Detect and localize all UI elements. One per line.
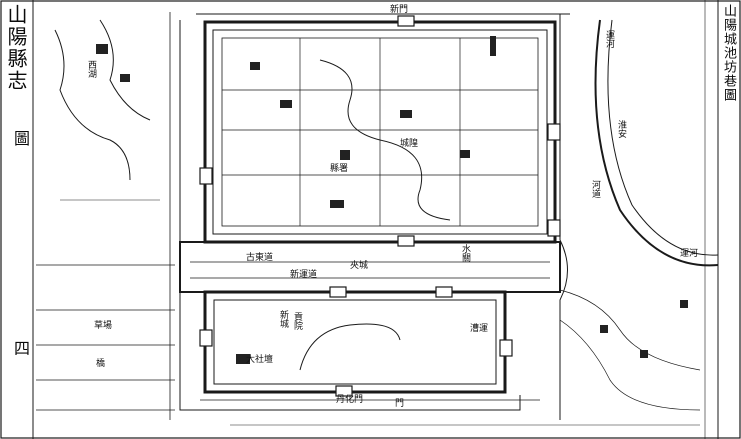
lake-label-2: 漕運: [470, 324, 489, 334]
river-office-label: 河道: [590, 180, 600, 198]
north-gate-label: 新門: [390, 5, 409, 15]
canal-label-right: 運河: [680, 249, 699, 259]
temple-label: 城隍: [400, 139, 419, 149]
left-yard-label: 草場: [94, 321, 113, 331]
south-gate-label: 丹化門: [336, 395, 364, 405]
page-number: 四: [11, 340, 30, 356]
canal-label-upper: 運河: [604, 30, 614, 48]
county-office-label: 縣署: [330, 164, 349, 174]
map-title: 山陽城池坊巷圖: [721, 4, 736, 102]
section-label: 圖: [11, 130, 30, 146]
street-label-2: 新運道: [290, 270, 318, 280]
book-title: 山陽縣志: [4, 4, 28, 92]
west-lake-label: 西湖: [86, 60, 96, 78]
altar-label: 大社壇: [246, 355, 274, 365]
new-city-label: 新城: [278, 310, 288, 328]
street-label-1: 古東道: [246, 253, 274, 263]
bridge-label: 橋: [96, 359, 106, 369]
south-gate-label-2: 門: [395, 399, 405, 409]
water-gate-label: 水關: [460, 244, 470, 262]
right-yard-label: 淮安: [616, 120, 626, 138]
tribute-hall-label: 貢院: [292, 312, 302, 330]
mid-city-label: 夾城: [350, 261, 369, 271]
